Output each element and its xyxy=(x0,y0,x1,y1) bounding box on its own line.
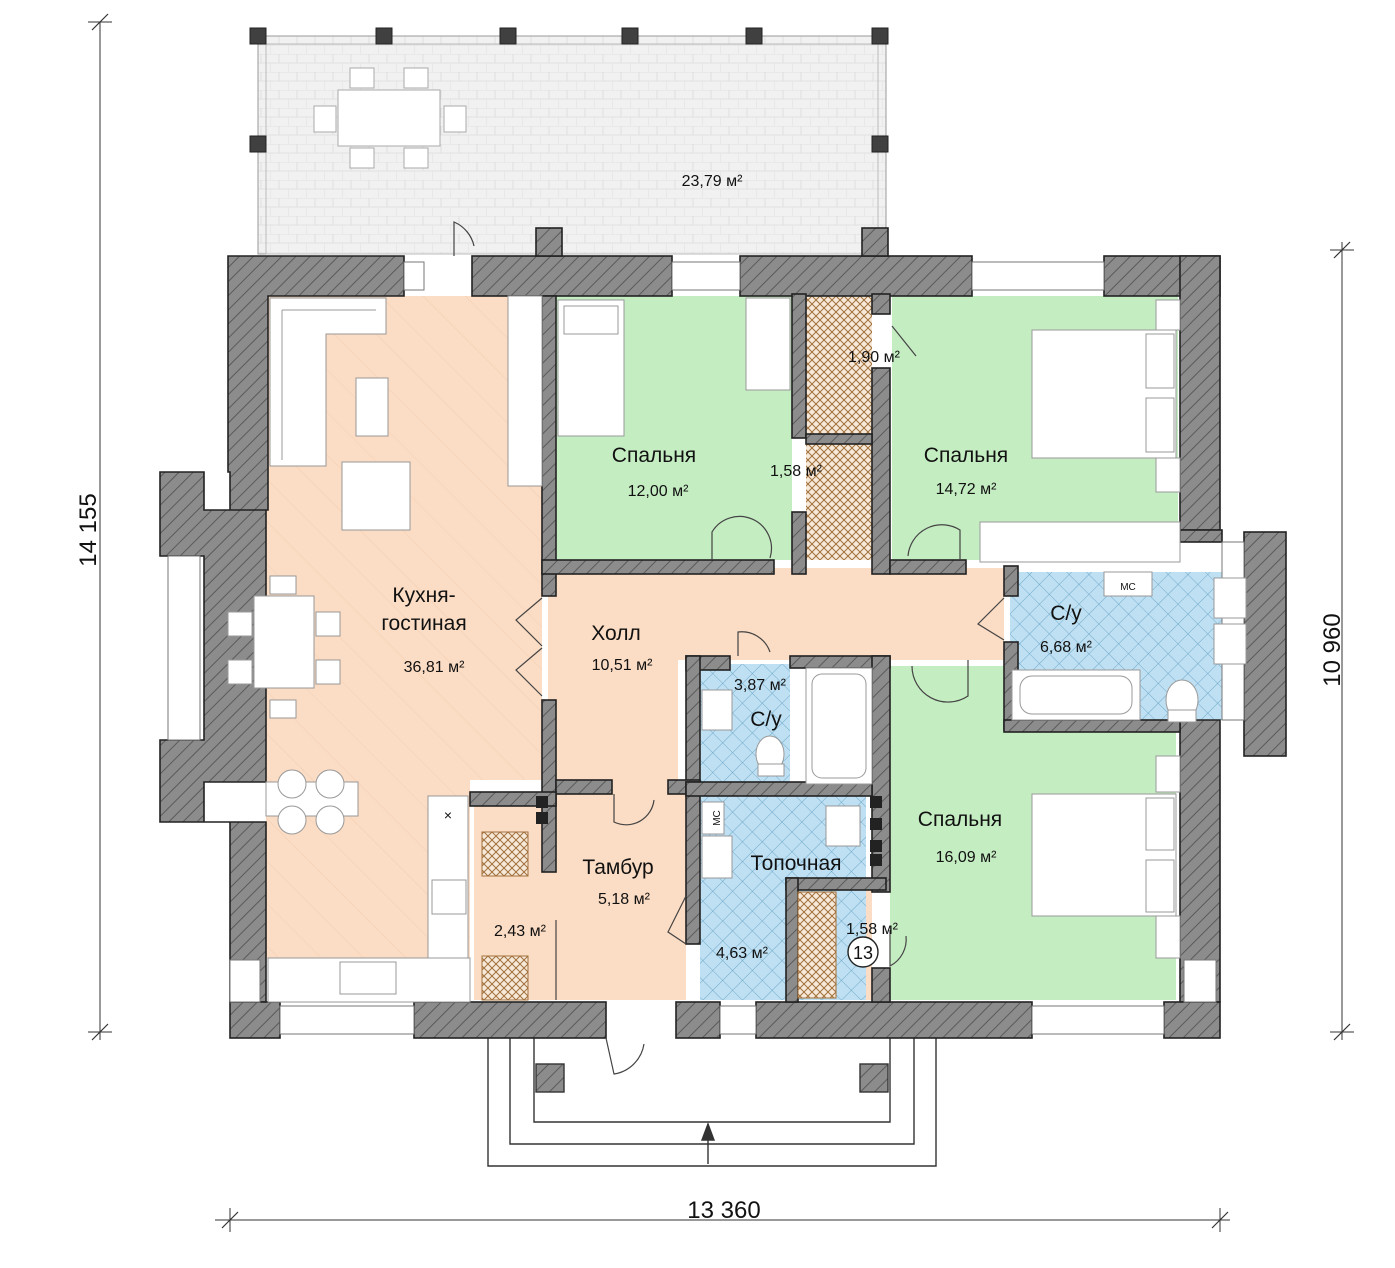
doors xyxy=(453,221,1005,1075)
boiler-pipes xyxy=(536,796,882,866)
bedroom3-area: 16,09 м² xyxy=(936,849,997,866)
dimension-height: 14 155 xyxy=(75,493,102,566)
dimension-right-label: 10 960 xyxy=(1319,613,1346,686)
number-mark: 13 xyxy=(853,943,873,963)
terrace-area: 23,79 м² xyxy=(682,173,743,190)
closet2-area: 1,58 м² xyxy=(770,463,823,480)
living-name-line1: Кухня- xyxy=(392,584,455,607)
bedroom2-name: Спальня xyxy=(924,444,1008,467)
bath1-name: С/у xyxy=(1050,602,1082,625)
boiler-name: Топочная xyxy=(750,852,841,875)
bath2-area: 3,87 м² xyxy=(734,677,787,694)
room-labels: Кухня- гостиная 36,81 м² Спальня 12,00 м… xyxy=(381,349,1136,968)
walls xyxy=(159,227,1287,1039)
vestibule-area: 5,18 м² xyxy=(598,891,651,908)
mc-label-bath1: МС xyxy=(1120,582,1136,593)
dimension-left: 14 155 xyxy=(75,13,112,1041)
terrace: 23,79 м² xyxy=(249,27,889,255)
vestibule-name: Тамбур xyxy=(582,856,653,879)
terrace-dining-table xyxy=(313,67,467,169)
windows xyxy=(167,261,1245,1035)
number-circle xyxy=(847,936,879,968)
mc-label-boiler: МС xyxy=(712,810,723,826)
dimension-right: 10 960 xyxy=(1319,241,1354,1041)
bedroom3-name: Спальня xyxy=(918,808,1002,831)
closet3-area: 1,58 м² xyxy=(846,921,899,938)
boiler-area: 4,63 м² xyxy=(716,945,769,962)
hall-area: 10,51 м² xyxy=(592,657,653,674)
stove-mark: × xyxy=(444,807,452,823)
closet1-area: 1,90 м² xyxy=(848,349,901,366)
entrance-porch xyxy=(487,1038,937,1167)
living-area: 36,81 м² xyxy=(404,659,465,676)
furniture xyxy=(227,295,1247,1003)
wardrobes xyxy=(481,831,837,1001)
closet4-area: 2,43 м² xyxy=(494,923,547,940)
bath1-area: 6,68 м² xyxy=(1040,639,1093,656)
hall-name: Холл xyxy=(591,622,641,645)
bedroom2-area: 14,72 м² xyxy=(936,481,997,498)
bath2-name: С/у xyxy=(750,708,782,731)
living-name-line2: гостиная xyxy=(381,612,466,635)
bedroom1-name: Спальня xyxy=(612,444,696,467)
dimension-bottom: 13 360 xyxy=(215,1197,1230,1232)
dimension-width: 13 360 xyxy=(687,1197,760,1224)
bedroom1-area: 12,00 м² xyxy=(628,483,689,500)
